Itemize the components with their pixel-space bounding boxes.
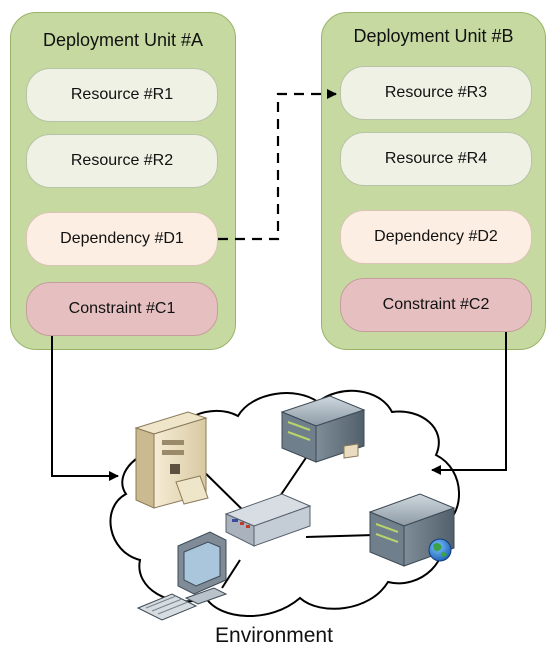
dependency-d1: Dependency #D1	[26, 212, 218, 266]
constraint-c1: Constraint #C1	[26, 282, 218, 336]
deployment-unit-b-title: Deployment Unit #B	[353, 26, 514, 46]
constraint-c1-arrow	[51, 336, 119, 481]
globe-icon	[428, 538, 452, 562]
dependency-arrow	[218, 89, 337, 241]
resource-r2: Resource #R2	[26, 134, 218, 188]
workstation-icon	[136, 531, 228, 621]
constraint-c2-arrow	[431, 332, 507, 475]
rack-server-icon	[280, 395, 366, 463]
resource-r1: Resource #R1	[26, 68, 218, 122]
resource-r4: Resource #R4	[340, 132, 532, 186]
environment-label: Environment	[215, 624, 333, 647]
web-server-icon	[368, 493, 456, 567]
deployment-unit-a-title: Deployment Unit #A	[42, 30, 204, 50]
resource-r3: Resource #R3	[340, 66, 532, 120]
dependency-d2: Dependency #D2	[340, 210, 532, 264]
network-switch-icon	[224, 493, 312, 547]
server-tower-icon	[134, 411, 209, 509]
constraint-c2: Constraint #C2	[340, 278, 532, 332]
